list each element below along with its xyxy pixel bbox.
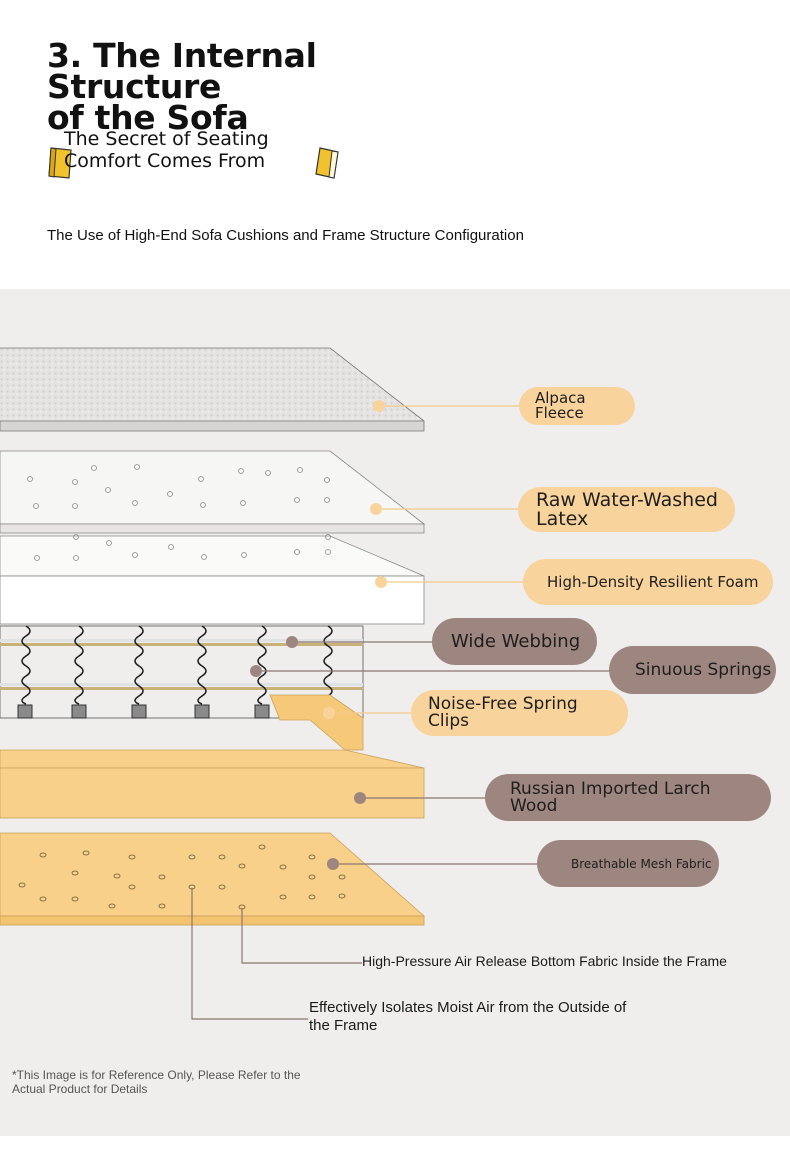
label-foam-text: High-Density Resilient Foam (547, 572, 759, 591)
label-springs: Sinuous Springs (609, 646, 776, 694)
label-spring-clips-line-2: Clips (428, 711, 469, 731)
sticky-note-icon (48, 147, 72, 179)
disclaimer-line-2: Actual Product for Details (12, 1082, 148, 1096)
label-springs-text: Sinuous Springs (635, 659, 772, 680)
title-line-1: 3. The Internal Structure (47, 36, 317, 106)
sticky-note-icon (315, 147, 339, 179)
label-latex-line-2: Latex (536, 507, 589, 530)
label-mesh-fabric: Breathable Mesh Fabric (537, 840, 719, 887)
label-webbing: Wide Webbing (432, 618, 597, 665)
sofa-layers-diagram (0, 347, 610, 1020)
layer-foam (0, 534, 425, 625)
label-foam: High-Density Resilient Foam (523, 559, 773, 605)
label-larch-wood-line-1: Russian Imported Larch (510, 778, 711, 799)
label-webbing-text: Wide Webbing (451, 630, 581, 652)
note-isolates-moist-air: Effectively Isolates Moist Air from the … (309, 999, 679, 1035)
subtitle-line-1: The Secret of Seating (64, 128, 269, 150)
layer-mesh-fabric (0, 832, 426, 926)
disclaimer: *This Image is for Reference Only, Pleas… (12, 1068, 312, 1096)
layer-latex (0, 450, 426, 534)
subtitle-line-2: Comfort Comes From (64, 150, 266, 172)
title-line-2: of the Sofa (47, 98, 249, 137)
layer-larch-wood (0, 694, 425, 819)
note-isolates-line-2: the Frame (309, 1017, 378, 1034)
note-isolates-line-1: Effectively Isolates Moist Air from the … (309, 999, 627, 1016)
page-title: 3. The Internal Structure of the Sofa (47, 36, 457, 137)
layer-alpaca-fleece (0, 347, 425, 432)
subtitle: The Secret of Seating Comfort Comes From (64, 128, 324, 172)
label-alpaca-fleece-text: Alpaca Fleece (535, 389, 586, 422)
disclaimer-line-1: *This Image is for Reference Only, Pleas… (12, 1068, 301, 1082)
label-larch-wood-line-2: Wood (510, 795, 558, 816)
label-spring-clips-line-1: Noise-Free Spring (428, 694, 578, 714)
label-spring-clips: Noise-Free Spring Clips (411, 690, 628, 736)
label-larch-wood: Russian Imported Larch Wood (485, 774, 771, 821)
label-latex-line-1: Raw Water-Washed (536, 488, 718, 511)
note-air-release: High-Pressure Air Release Bottom Fabric … (362, 953, 727, 969)
label-latex: Raw Water-Washed Latex (518, 487, 735, 532)
label-alpaca-fleece: Alpaca Fleece (519, 387, 635, 425)
label-mesh-fabric-text: Breathable Mesh Fabric (571, 856, 712, 871)
caption: The Use of High-End Sofa Cushions and Fr… (47, 227, 524, 244)
